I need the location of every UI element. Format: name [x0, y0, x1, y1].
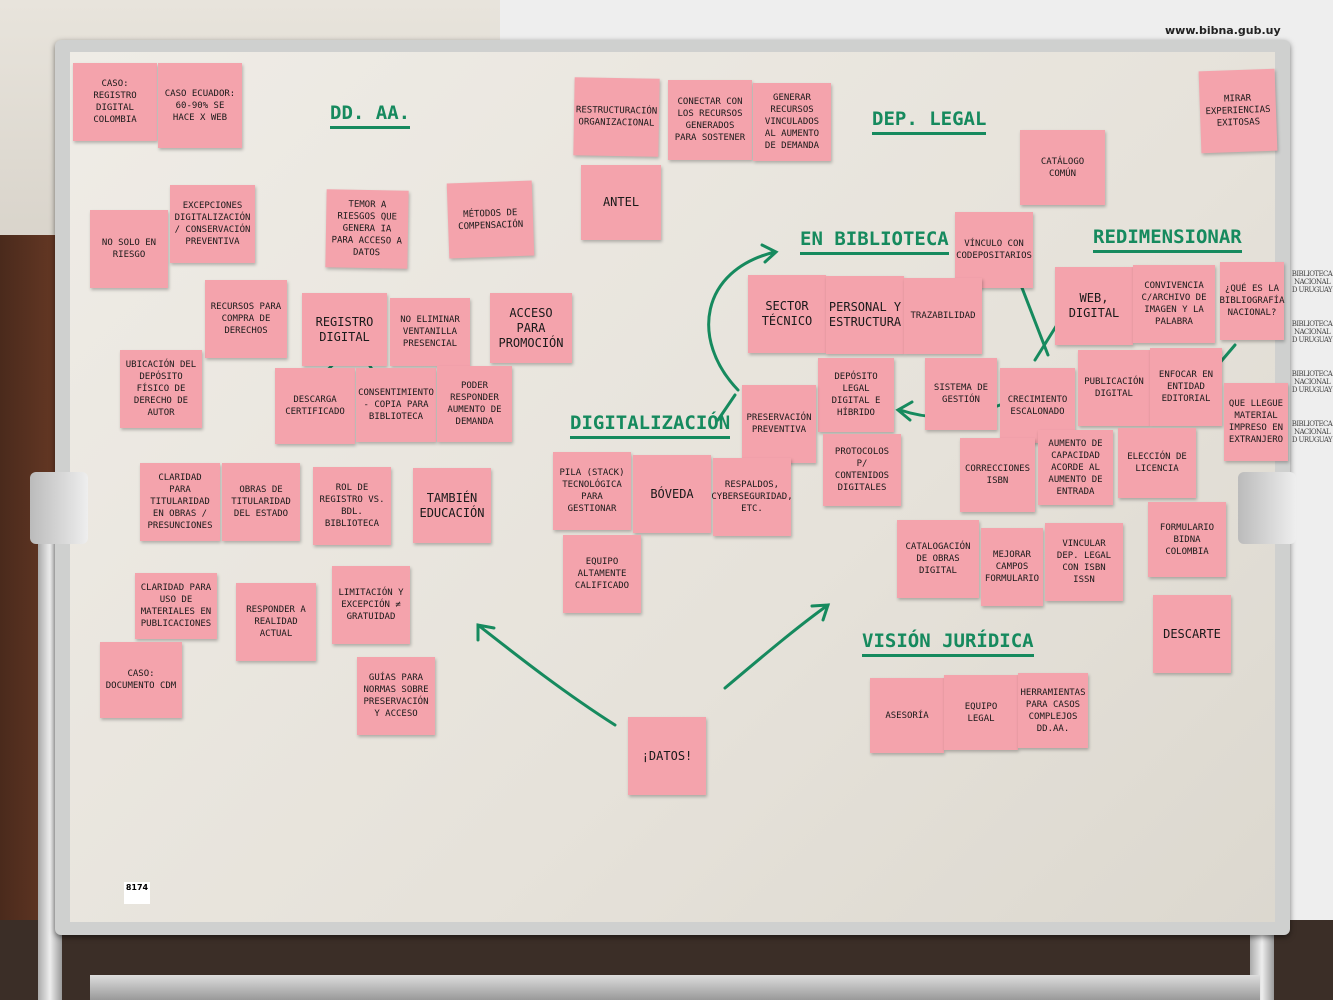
- sticky-note: Registro digital: [302, 293, 387, 366]
- sticky-note: Sector técnico: [748, 275, 826, 353]
- sticky-note: Vínculo con codepositarios: [955, 212, 1033, 288]
- sticky-note: Equipo legal: [944, 675, 1018, 750]
- board-tag: 8174: [124, 882, 150, 904]
- section-heading: DD. AA.: [330, 102, 411, 129]
- sticky-note: Caso Ecuador: 60-90% se hace x web: [158, 63, 242, 148]
- sticky-note: ¿Qué es la bibliografía nacional?: [1220, 262, 1285, 340]
- sticky-note: ANTEL: [581, 165, 661, 240]
- sticky-note: Claridad para uso de materiales en publi…: [135, 573, 217, 639]
- sticky-note: ¡Datos!: [628, 717, 706, 795]
- board-clamp: [30, 472, 88, 544]
- sticky-note: Acceso para promoción: [490, 293, 572, 363]
- section-heading: REDIMENSIONAR: [1093, 226, 1242, 253]
- sticky-note: Catálogo común: [1020, 130, 1105, 205]
- sticky-note: Rol de registro vs. Bdl. Biblioteca: [313, 467, 391, 545]
- stand-bar: [90, 975, 1260, 1000]
- sticky-note: Personal y estructura: [826, 276, 904, 354]
- sticky-note: Equipo altamente calificado: [563, 535, 641, 613]
- sticky-note: Trazabilidad: [904, 278, 982, 354]
- sticky-note: Obras de titularidad del estado: [222, 463, 300, 541]
- arrow: [707, 243, 779, 392]
- sticky-note: Catalogación de obras digital: [897, 520, 979, 598]
- sticky-note: Protocolos p/ contenidos digitales: [823, 434, 901, 506]
- sticky-note: Caso: Documento CDM: [100, 642, 182, 718]
- sticky-note: Métodos de compensación: [446, 180, 535, 259]
- sticky-note: Asesoría: [870, 678, 944, 753]
- sticky-note: Web, digital: [1055, 267, 1133, 345]
- sticky-note: Excepciones digitalización / conservació…: [170, 185, 255, 263]
- sticky-note: Descarga certificado: [275, 368, 355, 444]
- sticky-note: Conectar con los recursos generados para…: [668, 80, 752, 160]
- sticky-note: Aumento de capacidad acorde al aumento d…: [1038, 430, 1113, 505]
- sticky-note: No solo en riesgo: [90, 210, 168, 288]
- arrow: [716, 393, 737, 422]
- sticky-note: Bóveda: [633, 455, 711, 533]
- sticky-note: Limitación y excepción ≠ gratuidad: [332, 566, 410, 644]
- sticky-note: Ubicación del depósito físico de derecho…: [120, 350, 202, 428]
- sticky-note: Descarte: [1153, 595, 1231, 673]
- sticky-note: No eliminar ventanilla presencial: [390, 298, 470, 366]
- sticky-note: Vincular dep. legal con ISBN ISSN: [1045, 523, 1123, 601]
- website-url: www.bibna.gub.uy: [1165, 24, 1281, 37]
- sticky-note: Elección de licencia: [1118, 428, 1196, 498]
- sticky-note: Publicación digital: [1078, 350, 1150, 426]
- sticky-note: Depósito legal digital e híbrido: [818, 358, 894, 432]
- sticky-note: Preservación preventiva: [742, 385, 816, 463]
- arrow: [476, 623, 617, 727]
- banner-text: BIBLIOTECA NACIONAL D URUGUAY: [1291, 370, 1333, 394]
- sticky-note: Guías para normas sobre preservación y a…: [357, 657, 435, 735]
- sticky-note: Recursos para compra de derechos: [205, 280, 287, 358]
- sticky-note: Que llegue material impreso en extranjer…: [1224, 383, 1288, 461]
- sticky-note: Mirar experiencias exitosas: [1198, 68, 1278, 154]
- sticky-note: Restructuración organizacional: [573, 77, 660, 157]
- sticky-note: También educación: [413, 468, 491, 543]
- section-heading: DEP. LEGAL: [872, 108, 987, 135]
- sticky-note: Formulario Bidna Colombia: [1148, 502, 1226, 577]
- board-clamp: [1238, 472, 1296, 544]
- banner-text: BIBLIOTECA NACIONAL D URUGUAY: [1291, 270, 1333, 294]
- sticky-note: Caso: Registro digital Colombia: [73, 63, 157, 141]
- banner-text: BIBLIOTECA NACIONAL D URUGUAY: [1291, 320, 1333, 344]
- sticky-note: Sistema de gestión: [925, 358, 997, 430]
- sticky-note: Convivencia c/archivo de imagen y la pal…: [1133, 265, 1215, 343]
- sticky-note: Enfocar en entidad editorial: [1150, 348, 1222, 426]
- section-heading: VISIÓN JURÍDICA: [862, 630, 1034, 657]
- sticky-note: Generar recursos vinculados al aumento d…: [753, 83, 831, 161]
- sticky-note: Correcciones ISBN: [960, 438, 1035, 512]
- sticky-note: Temor a riesgos que genera IA para acces…: [325, 189, 409, 269]
- sticky-note: Poder responder aumento de demanda: [437, 366, 512, 442]
- sticky-note: Pila (stack) tecnológica para gestionar: [553, 452, 631, 530]
- sticky-note: Mejorar campos formulario: [981, 528, 1043, 606]
- banner-text: BIBLIOTECA NACIONAL D URUGUAY: [1291, 420, 1333, 444]
- sticky-note: Responder a realidad actual: [236, 583, 316, 661]
- sticky-note: Herramientas para casos complejos DD.AA.: [1018, 673, 1088, 748]
- sticky-note: Respaldos, cyberseguridad, etc.: [711, 458, 793, 536]
- section-heading: DIGITALIZACIÓN: [570, 412, 731, 439]
- sticky-note: Claridad para titularidad en obras / pre…: [140, 463, 220, 541]
- arrow: [723, 603, 831, 690]
- section-heading: EN BIBLIOTECA: [800, 228, 949, 255]
- sticky-note: Consentimiento - copia para biblioteca: [356, 368, 436, 442]
